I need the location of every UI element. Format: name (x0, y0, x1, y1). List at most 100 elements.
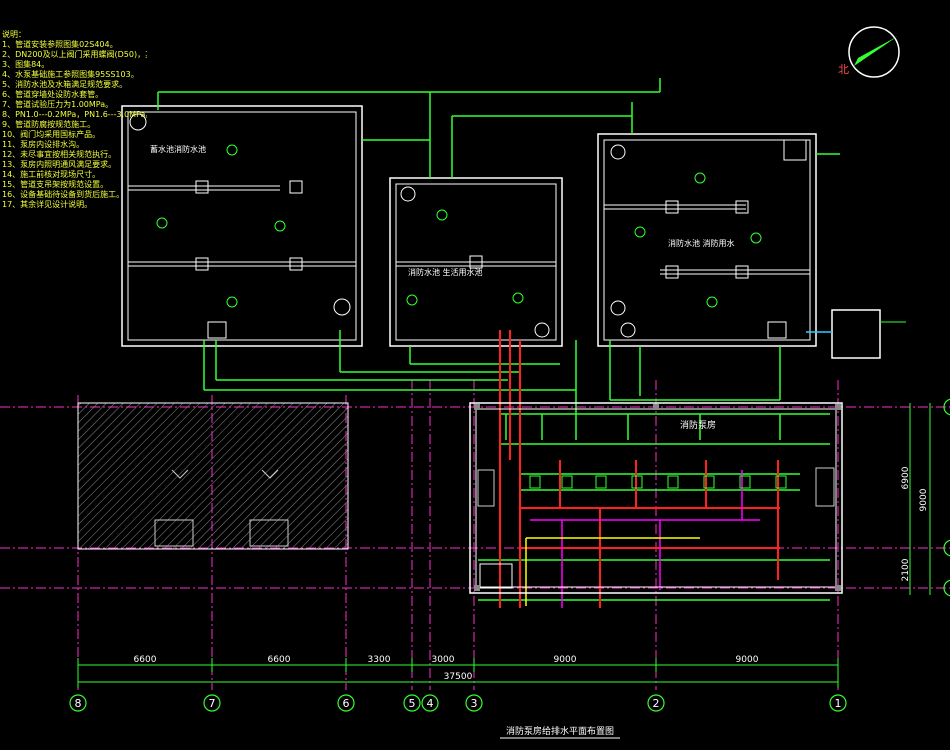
axis-bubble-3[interactable]: 3 (465, 694, 483, 712)
axis-label: 1 (835, 697, 842, 710)
pump-icon[interactable] (703, 475, 715, 489)
note-line: 9、管道防腐按规范施工。 (2, 120, 96, 129)
tank-1[interactable]: 蓄水池消防水池 (121, 105, 363, 347)
axis-label: 7 (209, 697, 216, 710)
inlet-icon (634, 226, 646, 238)
tank-1-label: 蓄水池消防水池 (150, 144, 206, 154)
inlet-icon (436, 209, 448, 221)
dimension-vertical-label: 9000 (919, 488, 929, 511)
axis-label: 5 (409, 697, 416, 710)
manhole-icon (610, 144, 626, 160)
vent-box-icon (735, 265, 749, 279)
pump-icon[interactable] (739, 475, 751, 489)
tank-2[interactable]: 消防水池 生活用水池 (389, 177, 563, 347)
north-compass: 北 (838, 26, 900, 78)
inlet-icon (226, 144, 238, 156)
note-line: 11、泵房内设排水沟。 (2, 140, 85, 149)
vent-box-icon (665, 265, 679, 279)
note-line: 7、管道试验压力为1.00MPa。 (2, 100, 114, 109)
note-line: 2、DN200及以上阀门采用蝶阀(D50)，其余采用闸阀。 (2, 50, 147, 59)
vent-box-icon (665, 200, 679, 214)
note-line: 15、管道支吊架按规范设置。 (2, 180, 109, 189)
axis-bubble-1[interactable]: 1 (829, 694, 847, 712)
pump-units (479, 475, 787, 589)
dimension-vertical-label: 6900 (901, 466, 911, 489)
note-line: 3、图集84。 (2, 60, 50, 69)
note-line: 10、阀门均采用国标产品。 (2, 130, 101, 139)
manhole-icon (400, 186, 416, 202)
red-fire-pipe-network (499, 330, 780, 608)
column-icon (474, 404, 480, 410)
external-equipment-box[interactable] (831, 309, 881, 359)
stair-icon (477, 469, 495, 507)
axis-bubble-4[interactable]: 4 (421, 694, 439, 712)
pump-icon[interactable] (561, 475, 573, 489)
note-line: 8、PN1.0---0.2MPa，PN1.6---3.0MPa。 (2, 110, 147, 119)
note-line: 6、管道穿墙处设防水套管。 (2, 90, 104, 99)
pump-icon[interactable] (775, 475, 787, 489)
axis-label: 6 (343, 697, 350, 710)
pump-icon[interactable] (529, 475, 541, 489)
axis-bubble-5[interactable]: 5 (403, 694, 421, 712)
vent-box-icon (289, 257, 303, 271)
pressure-tank-icon[interactable] (479, 563, 513, 589)
dimension-labels: 6600 6600 3300 3000 9000 9000 37500 9000… (134, 466, 929, 682)
tank-3-label: 消防水池 消防用水 (668, 238, 735, 248)
pump-icon[interactable] (631, 475, 643, 489)
column-icon (474, 585, 480, 591)
axis-bubbles: 8 7 6 5 4 3 2 1 (69, 398, 950, 712)
pump-icon[interactable] (595, 475, 607, 489)
inlet-icon (274, 220, 286, 232)
drawing-title-block: 消防泵房给排水平面布置图 (500, 725, 620, 739)
manhole-icon (333, 298, 351, 316)
note-line: 16、设备基础待设备到货后施工。 (2, 190, 125, 199)
green-pipe-network (157, 78, 840, 601)
column-icon (653, 404, 659, 410)
magenta-spray-pipe-network (530, 470, 760, 608)
hatched-stair-block (154, 519, 194, 547)
axis-bubble-8[interactable]: 8 (69, 694, 87, 712)
column-icon (835, 585, 841, 591)
yellow-pipe-network (525, 537, 700, 606)
axis-bubble-2[interactable]: 2 (647, 694, 665, 712)
compass-label: 北 (838, 63, 849, 76)
stair-icon (815, 467, 835, 507)
axis-bubble-7[interactable]: 7 (203, 694, 221, 712)
axis-bubble-6[interactable]: 6 (337, 694, 355, 712)
vent-box-icon (289, 180, 303, 194)
dimension-label: 9000 (554, 655, 577, 665)
axis-bubble-right (943, 579, 950, 597)
inlet-icon (694, 172, 706, 184)
inlet-icon (706, 296, 718, 308)
pump-room[interactable]: 消防泵房 (469, 402, 843, 594)
ladder-icon (783, 139, 807, 161)
note-line: 14、施工前核对现场尺寸。 (2, 170, 101, 179)
manhole-icon (610, 300, 626, 316)
hatched-roof-area (77, 402, 349, 550)
inlet-icon (406, 294, 418, 306)
note-line: 5、消防水池及水箱满足规范要求。 (2, 80, 128, 89)
dimension-label: 3300 (368, 655, 391, 665)
sump-icon (207, 321, 227, 339)
axis-label: 3 (471, 697, 478, 710)
note-line: 说明： (2, 30, 26, 39)
drawing-title: 消防泵房给排水平面布置图 (506, 725, 614, 737)
dimension-label: 6600 (134, 655, 157, 665)
tank-3[interactable]: 消防水池 消防用水 (597, 133, 817, 347)
axis-label: 2 (653, 697, 660, 710)
pump-room-label: 消防泵房 (680, 419, 716, 431)
axis-bubble-right (943, 539, 950, 557)
dimension-vertical-label: 2100 (901, 558, 911, 581)
dimension-label: 9000 (736, 655, 759, 665)
note-line: 12、未尽事宜按相关规范执行。 (2, 150, 117, 159)
axis-label: 8 (75, 697, 82, 710)
vent-box-icon (195, 257, 209, 271)
axis-bubble-right (943, 398, 950, 416)
inlet-icon (226, 296, 238, 308)
note-line: 4、水泵基础施工参照图集95SS103。 (2, 70, 139, 79)
pump-icon[interactable] (667, 475, 679, 489)
inlet-icon (750, 232, 762, 244)
sump-icon (620, 322, 636, 338)
sump-icon (767, 321, 787, 339)
